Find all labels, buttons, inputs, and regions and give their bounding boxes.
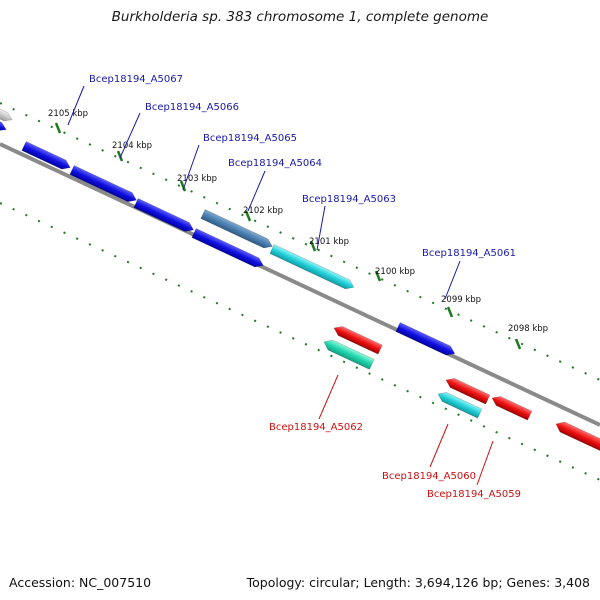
gene-label[interactable]: Bcep18194_A5062 bbox=[269, 422, 363, 433]
gene-arrow[interactable] bbox=[69, 165, 139, 204]
map-title: Burkholderia sp. 383 chromosome 1, compl… bbox=[111, 9, 489, 25]
inner-tick-ring bbox=[0, 202, 600, 481]
gene-label[interactable]: Bcep18194_A5066 bbox=[145, 102, 239, 113]
major-tick bbox=[514, 338, 522, 350]
gene-arrow[interactable] bbox=[133, 198, 196, 234]
gene-arrow[interactable] bbox=[490, 393, 533, 421]
accession-text: Accession: NC_007510 bbox=[9, 575, 152, 590]
gene-label[interactable]: Bcep18194_A5067 bbox=[89, 74, 183, 85]
gene-leader-line bbox=[119, 112, 141, 159]
gene-arrow[interactable] bbox=[200, 209, 275, 250]
tick-label: 2103 kbp bbox=[177, 174, 217, 184]
outer-tick-ring bbox=[0, 102, 600, 381]
major-tick bbox=[179, 180, 187, 192]
gene-leader-line bbox=[318, 374, 339, 420]
gene-leader-line bbox=[67, 85, 85, 126]
tick-label: 2105 kbp bbox=[48, 109, 88, 119]
gene-arrow[interactable] bbox=[554, 419, 600, 456]
genome-backbone bbox=[0, 142, 600, 427]
gene-leader-line bbox=[476, 440, 494, 486]
gene-leader-line bbox=[429, 423, 449, 468]
gene-leader-line bbox=[182, 144, 200, 191]
gene-label[interactable]: Bcep18194_A5063 bbox=[302, 194, 396, 205]
major-tick bbox=[309, 240, 317, 252]
major-tick bbox=[374, 270, 382, 282]
gene-leader-line bbox=[247, 170, 266, 212]
tick-label: 2099 kbp bbox=[441, 295, 481, 305]
gene-arrow[interactable] bbox=[436, 389, 483, 419]
gene-label[interactable]: Bcep18194_A5065 bbox=[203, 133, 297, 144]
major-tick bbox=[54, 122, 62, 134]
major-tick bbox=[116, 150, 124, 162]
gene-leader-line bbox=[316, 205, 326, 251]
gene-arrow[interactable] bbox=[444, 375, 491, 405]
gene-arrow[interactable] bbox=[332, 323, 383, 355]
gene-leader-line bbox=[444, 260, 461, 300]
gene-label[interactable]: Bcep18194_A5064 bbox=[228, 158, 322, 169]
gene-arrow[interactable] bbox=[21, 141, 72, 172]
tick-label: 2104 kbp bbox=[112, 141, 152, 151]
topology-text: Topology: circular; Length: 3,694,126 bp… bbox=[246, 575, 590, 590]
major-tick bbox=[446, 306, 454, 318]
tick-label: 2102 kbp bbox=[243, 206, 283, 216]
gene-arrow[interactable] bbox=[269, 244, 356, 291]
tick-label: 2101 kbp bbox=[309, 237, 349, 247]
gene-label[interactable]: Bcep18194_A5061 bbox=[422, 248, 516, 259]
gene-arrow[interactable] bbox=[322, 337, 375, 370]
gene-label[interactable]: Bcep18194_A5059 bbox=[427, 489, 521, 500]
gene-arrow[interactable] bbox=[395, 322, 457, 358]
major-tick bbox=[244, 210, 252, 222]
tick-label: 2100 kbp bbox=[375, 267, 415, 277]
tick-label: 2098 kbp bbox=[508, 324, 548, 334]
gene-label[interactable]: Bcep18194_A5060 bbox=[382, 471, 476, 482]
gene-arrow[interactable] bbox=[0, 95, 14, 124]
gene-arrow[interactable] bbox=[0, 117, 8, 134]
gene-arrow[interactable] bbox=[191, 228, 266, 269]
